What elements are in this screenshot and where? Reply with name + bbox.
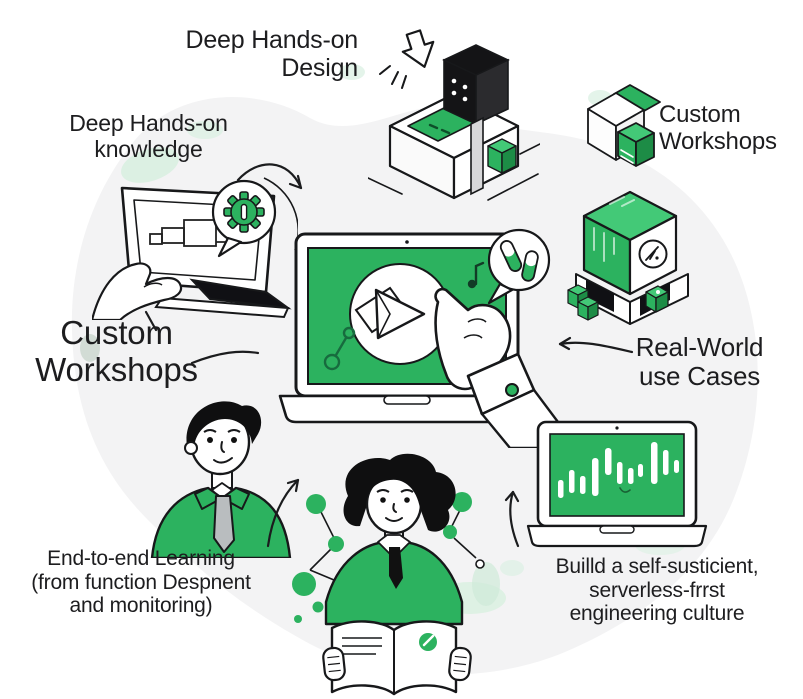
label-custom-workshops-top-right: Custom Workshops [659,101,777,156]
arrow-culture-to-laptop [509,490,520,548]
main-laptop-illustration [278,228,567,448]
molecule-decor-right [443,492,485,569]
tie [213,495,235,553]
arrow-learning-to-center [266,478,300,548]
design-laptop-illustration [92,177,298,320]
label-deep-hands-on-design: Deep Hands-on Design [185,26,358,83]
open-book-icon [330,620,458,696]
reading-person-illustration [292,453,500,696]
green-cube [487,138,517,174]
label-deep-hands-on-knowledge: Deep Hands-on knowledge [69,110,228,162]
paper-plane-icon [374,288,426,340]
arrow-workshops-to-center [190,350,260,365]
path-dots [323,326,356,371]
label-custom-workshops-left: Custom Workshops [35,314,198,389]
chart-laptop-illustration [526,420,708,548]
speech-bubble [211,179,277,258]
tie [389,547,403,589]
music-note-icon [467,261,485,289]
label-engineering-culture: Builld a self-susticient, serverless-frr… [555,555,759,626]
emblem-icon [638,239,668,269]
presenter-person-illustration [150,401,292,558]
arrow-knowledge-to-center [236,163,303,190]
down-arrow-icon [401,29,435,68]
molecule-decor-left [292,494,344,623]
label-end-to-end-learning: End-to-end Learning (from function Despn… [31,547,251,618]
printer-machine-illustration [368,29,540,201]
dispenser-robot-illustration [567,190,689,325]
workshop-box-illustration [587,84,661,167]
candlestick-chart-icon [558,442,679,498]
touching-hand [92,262,183,320]
dispensed-cube [645,285,669,313]
arrow-realworld-to-center [558,341,634,354]
label-real-world-use-cases: Real-World use Cases [635,332,764,392]
speech-bubble [487,228,551,305]
pills-icon [499,240,539,282]
gear-icon [223,191,265,233]
